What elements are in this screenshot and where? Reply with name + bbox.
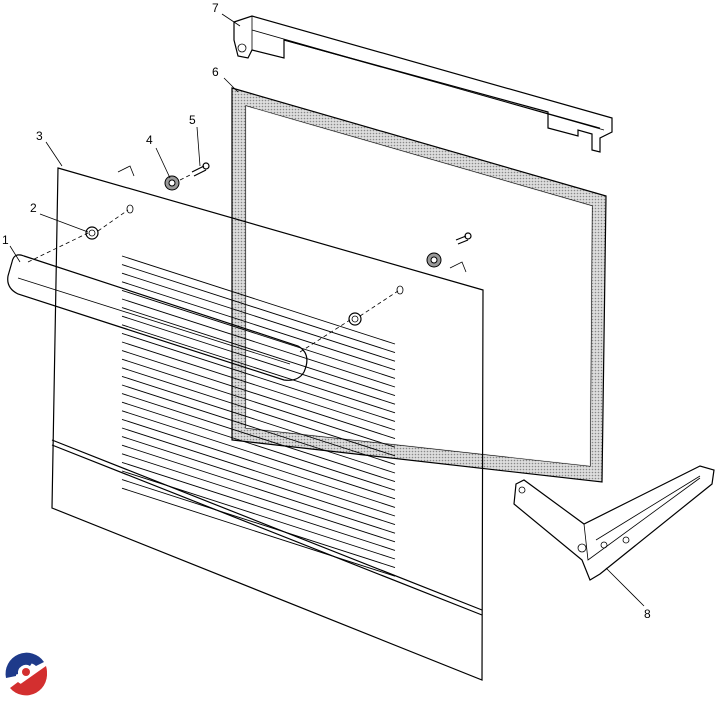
vent-slot [121,444,396,534]
vent-slot [121,264,396,354]
vent-slot [121,453,396,543]
vent-slot [121,461,396,551]
vent-slots [121,255,396,577]
callout-3: 3 [36,129,43,143]
vent-slot [121,272,396,362]
vent-slot [121,289,396,379]
vent-slot [121,410,396,500]
vent-slot [121,341,396,431]
leader-lines [9,13,645,607]
callout-6: 6 [212,65,219,79]
vent-slot [121,298,396,388]
vent-slot [121,436,396,526]
vent-slot [121,307,396,397]
vent-slot [121,470,396,560]
vent-slot [121,384,396,474]
door-hinge [513,465,715,581]
vent-slot [121,350,396,440]
front-door-panel [51,165,484,681]
callout-7: 7 [212,1,219,15]
vent-slot [121,332,396,422]
callout-8: 8 [644,607,651,621]
vent-slot [121,418,396,508]
door-handle [7,254,308,381]
vent-slot [121,487,396,577]
vent-slot [121,324,396,414]
vent-slot [121,427,396,517]
brand-logo [4,650,48,696]
inner-glass-panel [231,87,607,483]
callout-5: 5 [189,113,196,127]
vent-slot [121,367,396,457]
vent-slot [121,281,396,371]
fasteners [27,162,472,353]
vent-slot [121,393,396,483]
callout-1: 1 [2,233,9,247]
vent-slot [121,358,396,448]
vent-slot [121,479,396,569]
top-trim-bracket [233,15,613,153]
callout-4: 4 [146,133,153,147]
callout-2: 2 [30,201,37,215]
vent-slot [121,315,396,405]
vent-slot [121,375,396,465]
vent-slot [121,401,396,491]
vent-slot [121,255,396,345]
